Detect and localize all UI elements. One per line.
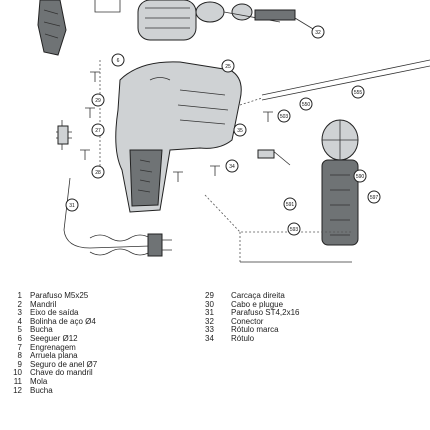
parts-list-row: 3 Eixo de saída: [2, 309, 202, 318]
part-description: Bucha: [30, 385, 53, 395]
part-description: Parafuso M5x25: [30, 291, 89, 300]
callout-597-text: 597: [370, 195, 379, 201]
part-number: 3: [17, 308, 22, 318]
callout-593: 593: [287, 222, 301, 236]
part-description: Eixo de saída: [30, 308, 79, 318]
parts-list-row: 31 Parafuso ST4,2x16: [205, 309, 415, 318]
part-number: 4: [17, 316, 22, 326]
callout-34-text: 34: [229, 164, 235, 170]
part-description: Parafuso ST4,2x16: [231, 308, 300, 318]
parts-list-row: 9 Seguro de anel Ø7: [2, 359, 202, 370]
parts-list-row: 29 Carcaça direita: [205, 291, 415, 301]
part-description: Arruela plana: [30, 351, 78, 361]
chuck-key: [56, 120, 72, 150]
parts-list-row: 34 Rótulo: [205, 333, 415, 344]
callout-32: 32: [311, 25, 325, 39]
part-description: Rótulo: [231, 333, 255, 343]
parts-list-row: 30 Cabo e plugue: [205, 299, 415, 310]
parts-list-left: 1 Parafuso M5x25 2 Mandril 3 Eixo de saída 4 Bo…: [2, 291, 202, 396]
part-number: 7: [17, 342, 22, 352]
part-description: Bucha: [30, 325, 53, 335]
callout-503-text: 503: [280, 114, 289, 120]
part-description: Carcaça direita: [231, 291, 285, 300]
cable-and-plug: [63, 177, 172, 257]
part-description: Cabo e plugue: [231, 299, 284, 309]
callout-555-text: 555: [354, 90, 363, 96]
part-description: Chave do mandril: [30, 368, 93, 378]
parts-list-row: 10 Chave do mandril: [2, 369, 202, 378]
part-number: 34: [205, 333, 214, 343]
parts-list-row: 11 Mola: [2, 376, 202, 387]
parts-list-row: 1 Parafuso M5x25: [2, 291, 202, 301]
part-number: 32: [205, 316, 214, 326]
part-number: 12: [13, 385, 22, 395]
part-number: 1: [17, 291, 22, 300]
callout-27-text: 27: [95, 128, 101, 134]
part-number: 10: [13, 368, 22, 378]
callout-29: 29: [91, 93, 105, 107]
part-description: Engrenagem: [30, 342, 76, 352]
callout-590-text: 590: [356, 174, 365, 180]
drill-housing: [115, 61, 242, 213]
callout-31: 31: [65, 198, 79, 212]
part-description: Conector: [231, 316, 264, 326]
part-number: 5: [17, 325, 22, 335]
callout-550: 550: [299, 97, 313, 111]
callout-591: 591: [283, 197, 297, 211]
part-number: 9: [17, 359, 22, 369]
part-number: 6: [17, 333, 22, 343]
part-description: Mola: [30, 376, 48, 386]
parts-list-row: 6 Seeguer Ø12: [2, 333, 202, 344]
callout-555: 555: [351, 85, 365, 99]
callout-6-text: 6: [117, 58, 120, 64]
callout-32-text: 32: [315, 30, 321, 36]
part-number: 11: [13, 376, 22, 386]
callout-35: 35: [233, 123, 247, 137]
parts-list-row: 4 Bolinha de aço Ø4: [2, 316, 202, 327]
part-description: Bolinha de aço Ø4: [30, 316, 96, 326]
callout-28: 28: [91, 165, 105, 179]
armature-assembly: [137, 0, 319, 41]
callout-597: 597: [367, 190, 381, 204]
part-number: 33: [205, 325, 214, 335]
callout-590: 590: [353, 169, 367, 183]
callout-35-text: 35: [237, 128, 243, 134]
part-number: 31: [205, 308, 214, 318]
parts-list-row: 32 Conector: [205, 316, 415, 327]
part-description: Seeguer Ø12: [30, 333, 78, 343]
callout-27: 27: [91, 123, 105, 137]
parts-list-row: 5 Bucha: [2, 326, 202, 335]
callout-31-text: 31: [69, 203, 75, 209]
part-number: 8: [17, 351, 22, 361]
parts-list-row: 33 Rótulo marca: [205, 326, 415, 335]
callout-6: 6: [111, 53, 125, 67]
parts-list-row: 12 Bucha: [2, 385, 202, 396]
callout-34: 34: [225, 159, 239, 173]
callout-29-text: 29: [95, 98, 101, 104]
part-number: 2: [17, 299, 22, 309]
parts-list-right: 29 Carcaça direita 30 Cabo e plugue 31 Parafu…: [205, 291, 415, 344]
callout-593-text: 593: [290, 227, 299, 233]
callout-25-text: 25: [225, 64, 231, 70]
parts-list-row: 7 Engrenagem: [2, 342, 202, 353]
callout-28-text: 28: [95, 170, 101, 176]
side-handle: [257, 59, 430, 246]
callout-591-text: 591: [286, 202, 295, 208]
callout-503: 503: [277, 109, 291, 123]
callout-25: 25: [221, 59, 235, 73]
part-description: Mandril: [30, 299, 57, 309]
bracket-part: [94, 0, 121, 13]
part-number: 29: [205, 291, 214, 300]
part-description: Seguro de anel Ø7: [30, 359, 98, 369]
part-number: 30: [205, 299, 214, 309]
part-description: Rótulo marca: [231, 325, 279, 335]
housing-fragment: [37, 0, 67, 56]
parts-list-row: 8 Arruela plana: [2, 352, 202, 361]
parts-list-row: 2 Mandril: [2, 299, 202, 310]
callout-550-text: 550: [302, 102, 311, 108]
screws: [80, 71, 273, 182]
